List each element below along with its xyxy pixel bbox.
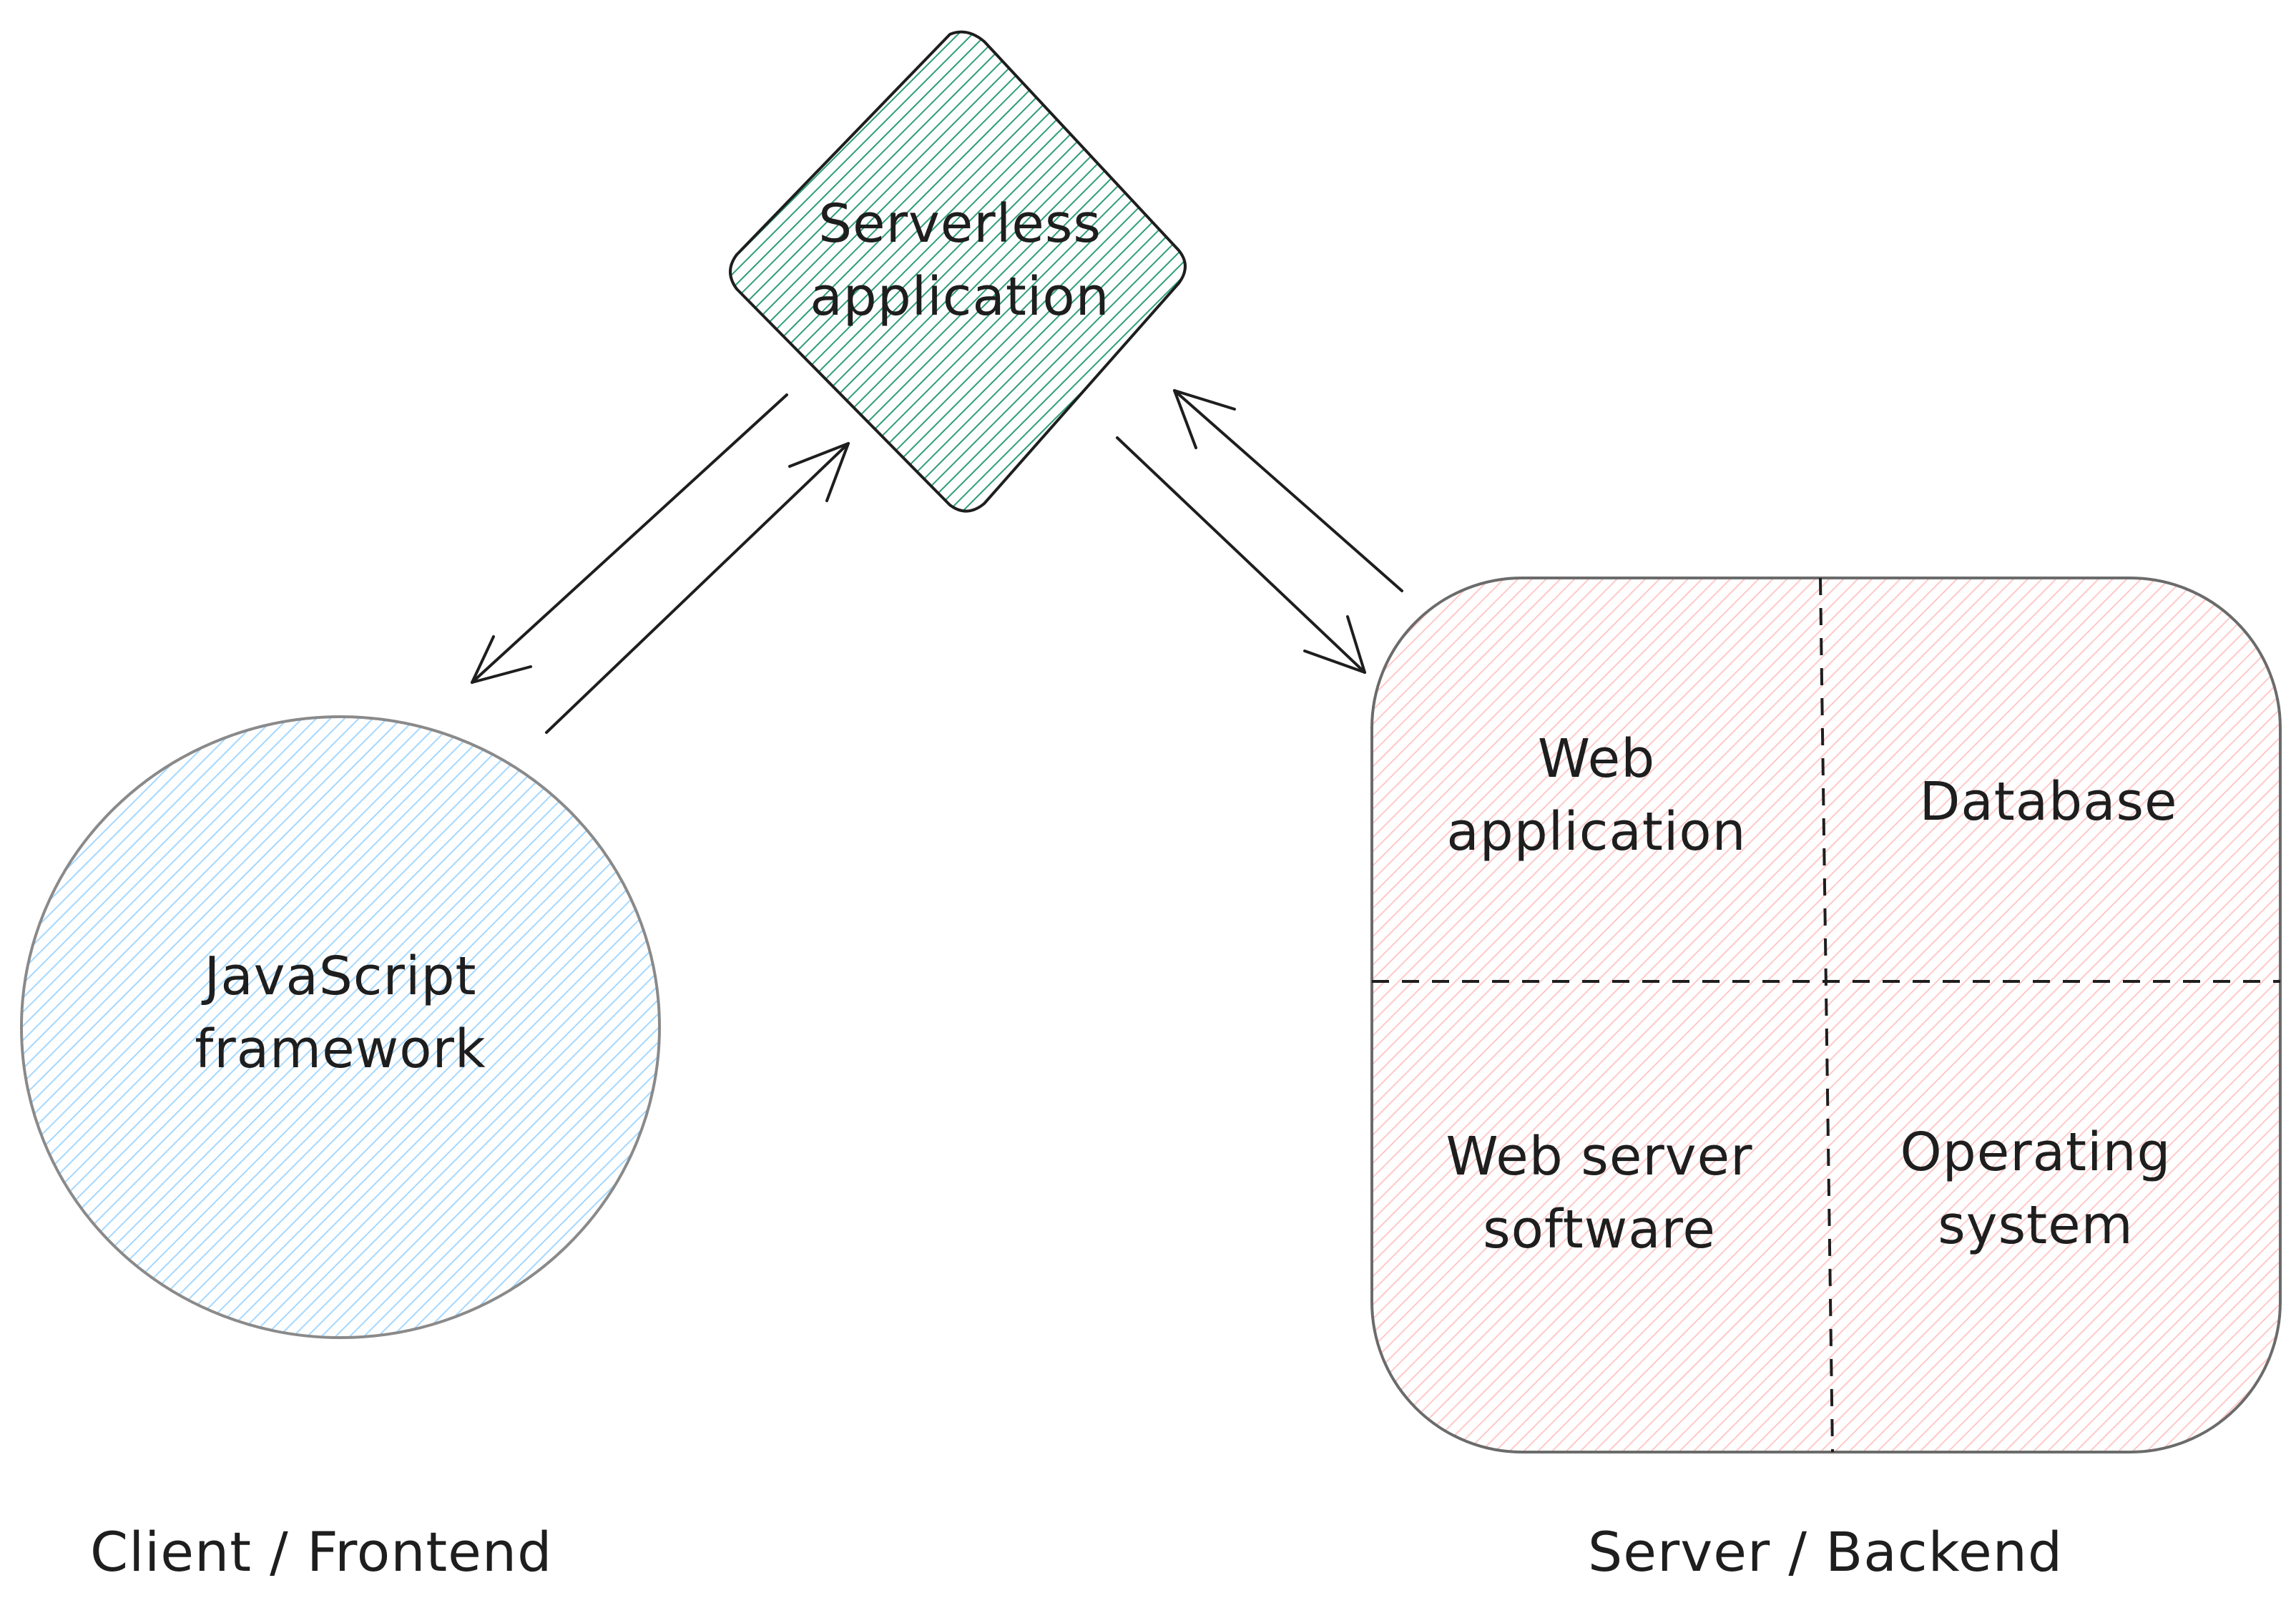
client-circle-shape — [20, 715, 661, 1339]
arrow-serverless-to-backend — [1116, 436, 1366, 674]
serverless-node: Serverless application — [729, 30, 1187, 513]
arrow-backend-to-serverless — [1173, 389, 1403, 592]
database-label: Database — [1919, 771, 2177, 833]
os-label-line2: system — [1938, 1195, 2134, 1256]
server-backend-caption: Server / Backend — [1588, 1520, 2063, 1584]
web-app-label-line1: Web — [1538, 728, 1655, 790]
arrow-client-to-serverless — [545, 442, 850, 734]
serverless-label-line1: Serverless — [818, 193, 1102, 255]
serverless-label-line2: application — [810, 266, 1109, 328]
web-server-label-line2: software — [1483, 1199, 1716, 1260]
client-node: JavaScript framework — [20, 715, 661, 1339]
arrow-serverless-to-client — [471, 393, 788, 684]
web-app-label-line2: application — [1446, 801, 1746, 863]
serverless-diamond-shape — [729, 30, 1187, 513]
backend-node: Web application Database Web server soft… — [1370, 577, 2282, 1453]
backend-vertical-divider — [1819, 577, 1834, 1453]
web-server-label-line1: Web server — [1446, 1126, 1752, 1187]
client-label-line1: JavaScript — [202, 946, 477, 1007]
os-label-line1: Operating — [1900, 1122, 2172, 1183]
client-label-line2: framework — [195, 1019, 486, 1080]
client-frontend-caption: Client / Frontend — [90, 1520, 552, 1584]
